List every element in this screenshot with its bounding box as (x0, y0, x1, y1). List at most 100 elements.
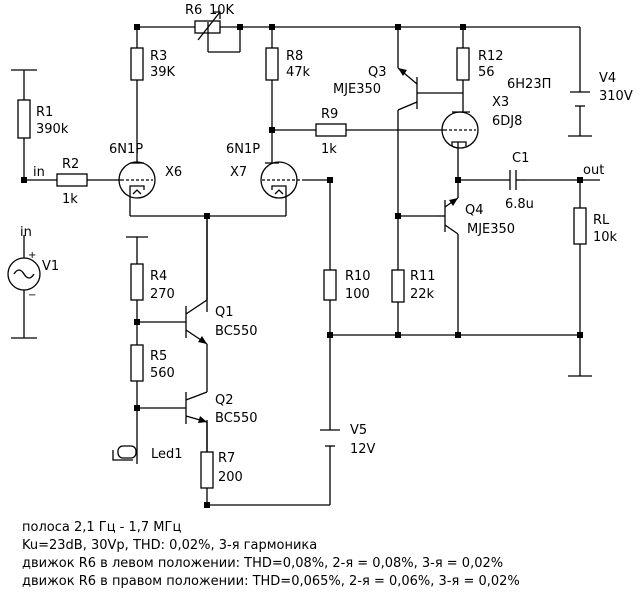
label-v1-minus: − (28, 290, 36, 301)
label-r6-value: 10K (209, 3, 235, 18)
label-r3-value: 39K (150, 65, 176, 80)
label-q4-ref: Q4 (465, 203, 484, 218)
label-x7-ref: X7 (230, 165, 247, 180)
resistor-rl (573, 207, 587, 245)
label-r11-value: 22k (410, 287, 435, 302)
label-rl-ref: RL (593, 213, 610, 228)
label-q1-type: BC550 (215, 324, 258, 339)
junction-dot (395, 24, 401, 30)
resistor-r3 (130, 47, 144, 81)
label-r2-ref: R2 (62, 157, 79, 172)
tube-x3 (441, 110, 479, 150)
label-r7-value: 200 (218, 470, 243, 485)
label-x3-type-ru: 6Н23П (507, 77, 551, 92)
resistor-r1 (17, 99, 31, 139)
transistor-q4 (436, 197, 459, 235)
battery-v4 (570, 91, 590, 107)
resistor-r11 (391, 269, 405, 303)
resistor-r12 (456, 47, 470, 81)
notes-block: полоса 2,1 Гц - 1,7 МГц Ku=23dB, 30Vp, T… (22, 519, 520, 591)
label-q2-ref: Q2 (215, 393, 234, 408)
label-v4-ref: V4 (599, 71, 616, 86)
wires (23, 22, 600, 506)
led-led1 (112, 440, 138, 464)
label-r10-ref: R10 (345, 269, 371, 284)
label-r5-value: 560 (150, 366, 175, 381)
transistor-q2 (185, 391, 208, 452)
label-r6-ref: R6 (185, 3, 202, 18)
junction-dot (269, 24, 275, 30)
junction-dot (21, 177, 27, 183)
junction-dot (134, 319, 140, 325)
transistor-q1 (185, 216, 208, 392)
transistor-q3 (397, 67, 418, 111)
junction-dot (577, 177, 583, 183)
resistors (17, 47, 587, 489)
schematic: R1 390k R2 1k in R3 39K R6 10K R8 47k 6N… (7, 3, 633, 508)
resistor-r8 (265, 47, 279, 81)
label-led1-ref: Led1 (151, 447, 183, 462)
resistor-r9 (315, 123, 347, 137)
label-x3-type: 6DJ8 (492, 114, 522, 129)
tube-x7 (260, 161, 303, 199)
label-q4-type: MJE350 (467, 222, 515, 237)
junction-dot (455, 332, 461, 338)
label-c1-ref: C1 (512, 151, 529, 166)
label-r10-value: 100 (345, 287, 370, 302)
junction-dot (460, 24, 466, 30)
label-v1-plus: + (28, 250, 36, 261)
labels: R1 390k R2 1k in R3 39K R6 10K R8 47k 6N… (20, 3, 633, 485)
capacitor-c1 (509, 170, 526, 190)
junction-dot (327, 177, 333, 183)
note-r6-right: движок R6 в правом положении: THD=0,065%… (22, 574, 520, 589)
label-r12-ref: R12 (478, 49, 504, 64)
label-r9-value: 1k (321, 142, 337, 157)
label-r4-ref: R4 (150, 269, 167, 284)
label-q3-ref: Q3 (368, 65, 387, 80)
label-net-in-left: in (33, 165, 45, 180)
resistor-r4 (130, 263, 144, 301)
label-r2-value: 1k (62, 192, 78, 207)
junction-dot (327, 332, 333, 338)
label-r1-value: 390k (36, 122, 69, 137)
label-q3-type: MJE350 (333, 82, 381, 97)
note-gain-thd: Ku=23dB, 30Vp, THD: 0,02%, 3-я гармоника (22, 538, 318, 553)
label-net-out: out (583, 163, 604, 178)
label-x6-ref: X6 (165, 165, 182, 180)
junction-dot (269, 127, 275, 133)
label-c1-value: 6.8u (505, 197, 534, 212)
junction-dot (395, 332, 401, 338)
resistor-r5 (130, 344, 144, 382)
label-r1-ref: R1 (36, 105, 53, 120)
label-x7-type: 6N1P (226, 142, 260, 157)
resistor-r10 (323, 269, 337, 301)
label-r3-ref: R3 (150, 49, 167, 64)
label-r9-ref: R9 (321, 107, 338, 122)
label-x3-ref: X3 (492, 95, 509, 110)
label-v4-value: 310V (599, 89, 633, 104)
resistor-r7 (200, 451, 214, 489)
label-q1-ref: Q1 (215, 305, 234, 320)
junction-dot (455, 177, 461, 183)
label-x6-type: 6N1P (109, 142, 143, 157)
junction-dot (237, 24, 243, 30)
label-r5-ref: R5 (150, 349, 167, 364)
label-r7-ref: R7 (218, 451, 235, 466)
label-r11-ref: R11 (410, 269, 436, 284)
label-r8-value: 47k (286, 65, 311, 80)
label-r12-value: 56 (478, 65, 495, 80)
junction-dot (134, 405, 140, 411)
label-net-in-source: in (20, 225, 32, 240)
junction-dot (577, 332, 583, 338)
label-rl-value: 10k (593, 230, 618, 245)
label-r4-value: 270 (150, 287, 175, 302)
resistor-r2 (56, 173, 88, 187)
junction-dot (134, 24, 140, 30)
label-v5-ref: V5 (350, 423, 367, 438)
note-r6-left: движок R6 в левом положении: THD=0,08%, … (22, 556, 504, 571)
label-v1-ref: V1 (42, 259, 59, 274)
tube-x6 (118, 161, 156, 199)
ground-symbols (11, 69, 592, 377)
label-q2-type: BC550 (215, 411, 258, 426)
label-v5-value: 12V (350, 442, 376, 457)
